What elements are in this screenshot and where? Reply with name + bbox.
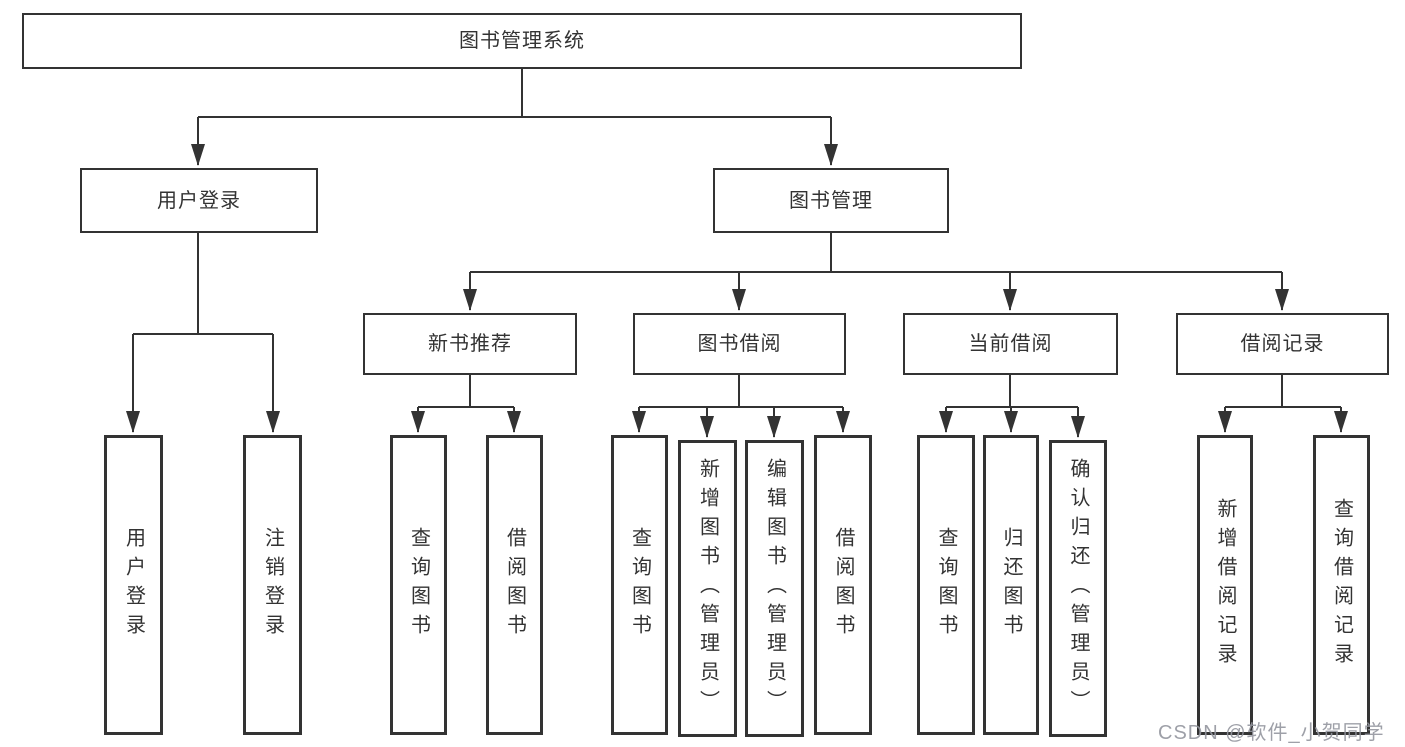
- node-borrow-records: 借阅记录: [1176, 313, 1389, 375]
- node-current-borrow: 当前借阅: [903, 313, 1118, 375]
- node-bb-edit-books-admin: 编辑图书（管理员）: [745, 440, 804, 737]
- node-bb-query-books: 查询图书: [611, 435, 668, 735]
- node-nb-borrow-books: 借阅图书: [486, 435, 543, 735]
- node-book-borrow: 图书借阅: [633, 313, 846, 375]
- node-br-add-record: 新增借阅记录: [1197, 435, 1253, 735]
- node-nb-query-books: 查询图书: [390, 435, 447, 735]
- node-new-book-recommend: 新书推荐: [363, 313, 577, 375]
- node-user-login: 用户登录: [80, 168, 318, 233]
- node-cb-return-books: 归还图书: [983, 435, 1039, 735]
- node-bb-add-books-admin: 新增图书（管理员）: [678, 440, 737, 737]
- node-cb-confirm-return-admin: 确认归还（管理员）: [1049, 440, 1107, 737]
- watermark: CSDN @软件_小贺同学: [1158, 722, 1385, 744]
- node-br-query-record: 查询借阅记录: [1313, 435, 1370, 735]
- node-user-login-leaf: 用户登录: [104, 435, 163, 735]
- node-cb-query-books: 查询图书: [917, 435, 975, 735]
- node-bb-borrow-books: 借阅图书: [814, 435, 872, 735]
- node-root: 图书管理系统: [22, 13, 1022, 69]
- node-book-management: 图书管理: [713, 168, 949, 233]
- node-logout-leaf: 注销登录: [243, 435, 302, 735]
